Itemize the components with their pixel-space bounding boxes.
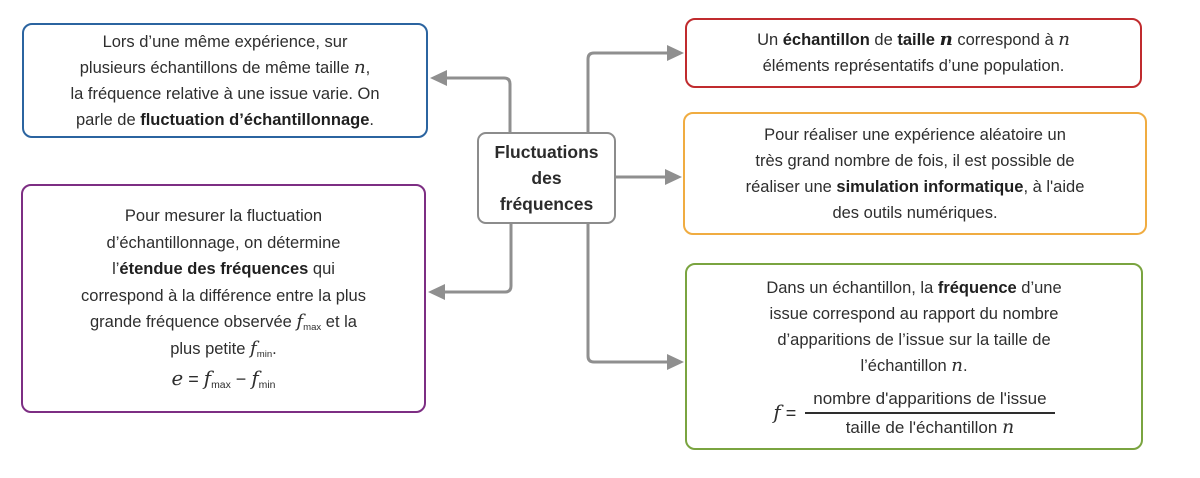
central-node-line-1: Fluctuations bbox=[494, 142, 599, 162]
range-formula: e = fmax − fmin bbox=[171, 367, 276, 392]
box-computer-simulation: Pour réaliser une expérience aléatoire u… bbox=[683, 112, 1147, 235]
arrowhead-right-simulation bbox=[665, 169, 682, 185]
connector-to-sample-box bbox=[586, 51, 668, 133]
central-node-line-3: fréquences bbox=[499, 194, 594, 214]
frequency-formula: f = nombre d'apparitions de l'issue tail… bbox=[695, 388, 1133, 439]
connector-to-fluctuation-box bbox=[446, 76, 512, 133]
fraction-numerator: nombre d'apparitions de l'issue bbox=[805, 388, 1055, 414]
arrowhead-right-frequency bbox=[667, 354, 684, 370]
fraction-denominator: taille de l'échantillon n bbox=[845, 417, 1015, 438]
arrowhead-right-sample bbox=[667, 45, 684, 61]
box-sample-definition-text: Un échantillon de taille n correspond à … bbox=[757, 29, 1070, 75]
connector-to-range-box bbox=[444, 223, 513, 294]
box-computer-simulation-text: Pour réaliser une expérience aléatoire u… bbox=[745, 125, 1085, 222]
frequency-formula-fraction: nombre d'apparitions de l'issue taille d… bbox=[805, 388, 1055, 439]
arrowhead-left-fluctuation bbox=[430, 70, 447, 86]
central-node-fluctuations-des-frequences: Fluctuations des fréquences bbox=[477, 132, 616, 224]
arrowhead-left-range bbox=[428, 284, 445, 300]
central-node-line-2: des bbox=[531, 168, 562, 188]
box-sample-definition: Un échantillon de taille n correspond à … bbox=[685, 18, 1142, 88]
connector-to-frequency-box bbox=[586, 223, 668, 364]
frequency-formula-lhs: f = bbox=[773, 400, 797, 424]
